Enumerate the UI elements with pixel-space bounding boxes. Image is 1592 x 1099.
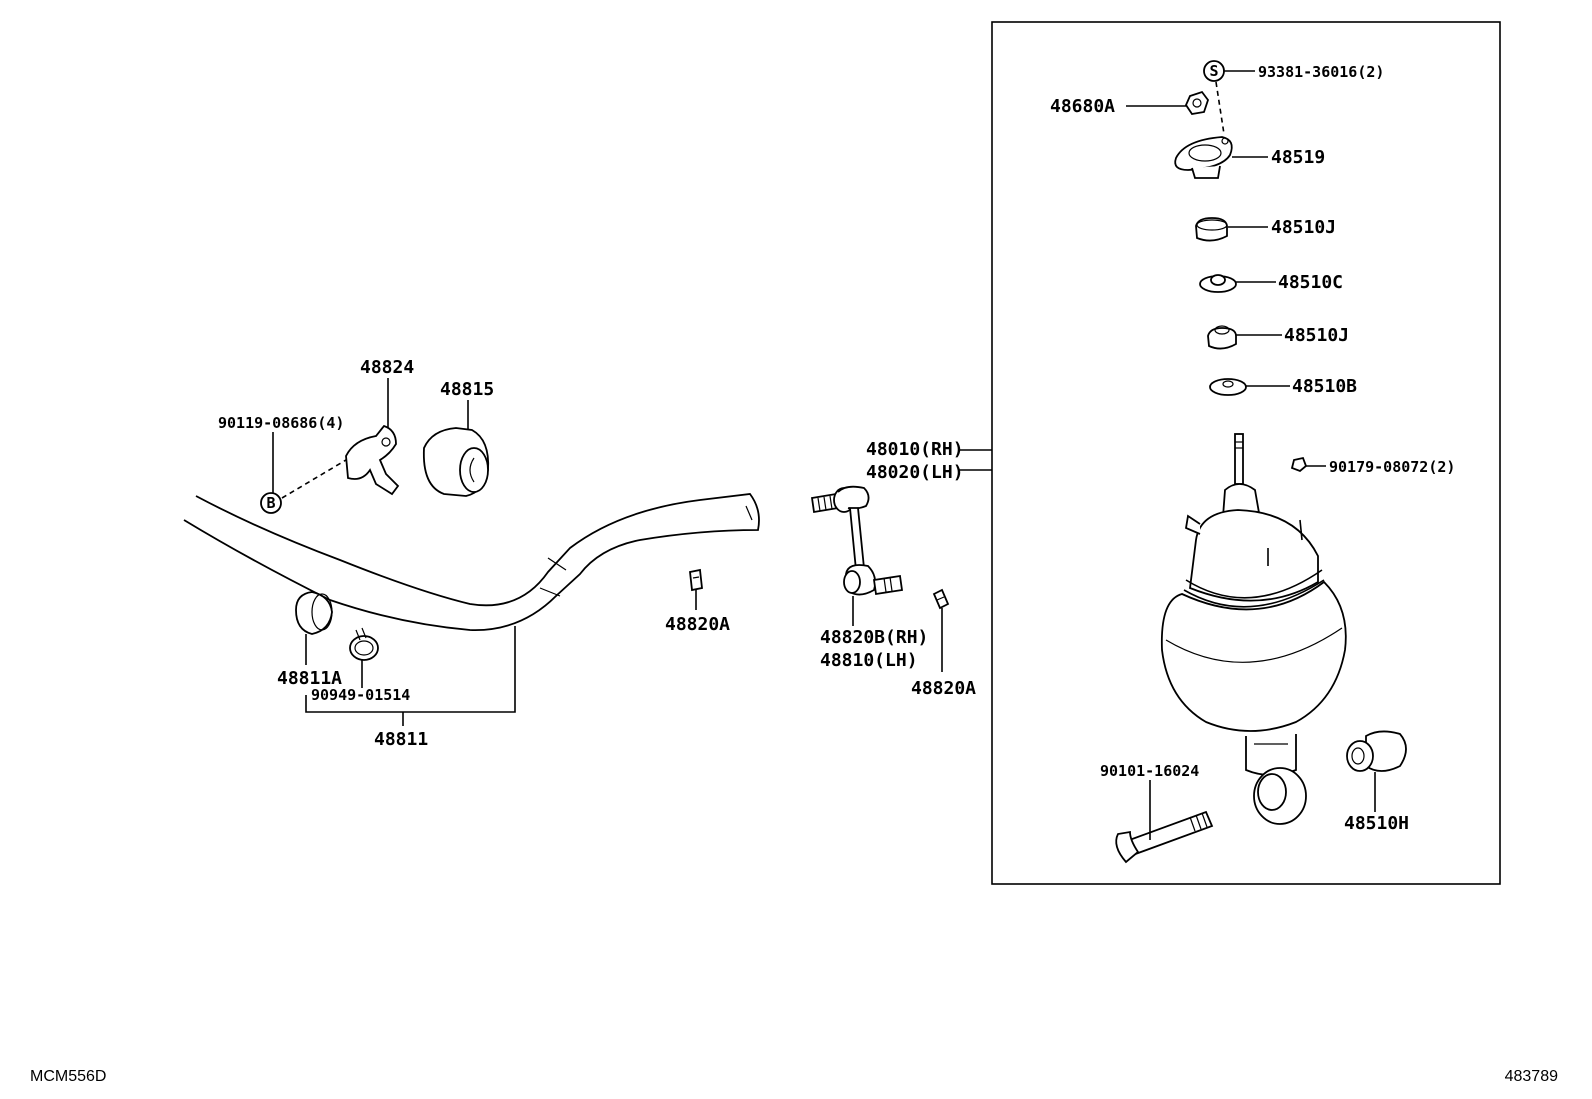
label-48810-lh: 48810(LH)	[820, 650, 918, 671]
label-48820A-right: 48820A	[911, 678, 976, 699]
s-mark-symbol: S	[1209, 62, 1218, 80]
label-93381-36016: 93381-36016(2)	[1258, 63, 1384, 81]
label-48510H: 48510H	[1344, 813, 1409, 834]
part-48811-stabilizer-bar[interactable]	[183, 493, 760, 631]
part-93381-washer[interactable]: S	[1203, 60, 1225, 82]
footer-left-code: MCM556D	[30, 1068, 106, 1085]
label-48510J-a: 48510J	[1271, 217, 1336, 238]
part-48510J-upper-cushion[interactable]	[1195, 217, 1228, 242]
part-48811A-bushing[interactable]	[295, 591, 333, 635]
part-48820B-stabilizer-link[interactable]	[810, 485, 904, 596]
part-90101-bolt[interactable]	[1115, 810, 1214, 864]
label-90119-08686: 90119-08686(4)	[218, 414, 344, 432]
part-48824-bracket[interactable]	[345, 424, 400, 496]
label-48811: 48811	[374, 729, 428, 750]
label-48811A: 48811A	[277, 668, 342, 689]
label-48680A: 48680A	[1050, 96, 1115, 117]
label-48010-rh: 48010(RH)	[866, 439, 964, 460]
label-48510C: 48510C	[1278, 272, 1343, 293]
part-48510C-retainer[interactable]	[1199, 274, 1237, 293]
part-90949-clamp[interactable]	[349, 627, 379, 661]
label-48510J-b: 48510J	[1284, 325, 1349, 346]
part-48680A-nut[interactable]	[1184, 90, 1210, 115]
part-48010-shock-absorber-assembly[interactable]	[1160, 433, 1347, 825]
label-90179-08072: 90179-08072(2)	[1329, 458, 1455, 476]
part-90179-nut[interactable]	[1290, 456, 1308, 473]
label-48824: 48824	[360, 357, 414, 378]
part-48519-upper-mount[interactable]	[1174, 136, 1233, 179]
dash-line-bolt-to-bracket	[281, 459, 347, 499]
part-48510B-washer[interactable]	[1209, 378, 1247, 396]
label-90101-16024: 90101-16024	[1100, 762, 1199, 780]
footer-right-code: 483789	[1505, 1068, 1558, 1085]
part-48815-stabilizer-bushing[interactable]	[422, 427, 490, 497]
label-48820A-left: 48820A	[665, 614, 730, 635]
label-48815: 48815	[440, 379, 494, 400]
part-90119-bolt[interactable]: B	[260, 492, 282, 514]
label-90949-01514: 90949-01514	[311, 686, 410, 704]
shock-assembly-group-box	[991, 21, 1501, 885]
part-48510H-bushing[interactable]	[1346, 730, 1407, 772]
label-48510B: 48510B	[1292, 376, 1357, 397]
part-48820A-clip-right[interactable]	[932, 588, 950, 610]
dash-line-nut-to-mount	[1215, 81, 1225, 135]
leader-48811-bracket	[305, 626, 516, 713]
label-48519: 48519	[1271, 147, 1325, 168]
b-mark-symbol: B	[266, 494, 275, 512]
label-48020-lh: 48020(LH)	[866, 462, 964, 483]
label-48820B-rh: 48820B(RH)	[820, 627, 928, 648]
part-48820A-clip-left[interactable]	[689, 568, 703, 592]
part-48510J-lower-cushion[interactable]	[1207, 325, 1237, 350]
